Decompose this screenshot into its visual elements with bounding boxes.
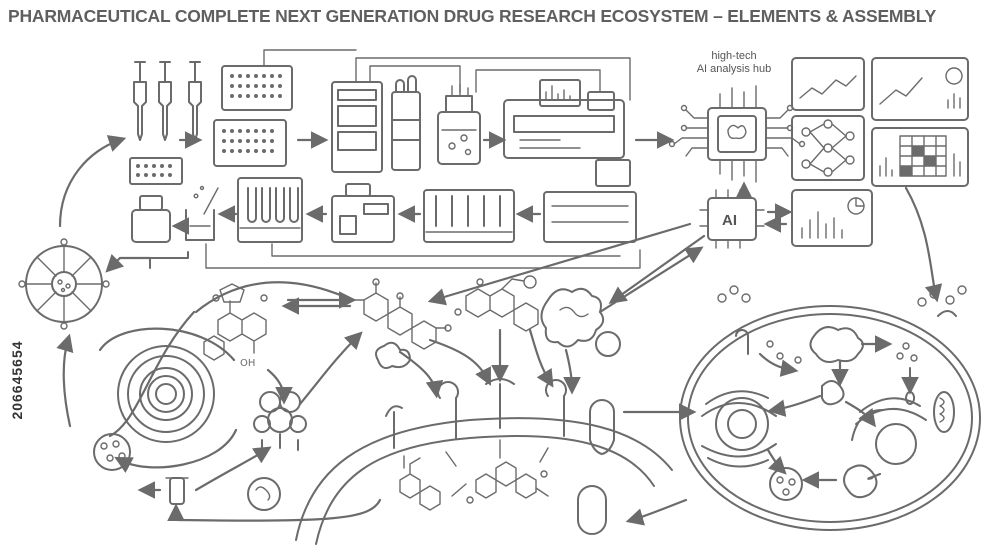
- ai-chip-icon: AI: [699, 189, 765, 249]
- bacteria-icon: [247, 477, 281, 511]
- ai-bidirectional-arrows: [427, 181, 943, 314]
- molecule-top-right: [454, 275, 539, 332]
- membrane-return-arrow: [176, 498, 382, 522]
- lab-workstation-icon: [543, 159, 637, 243]
- ai-hub-label-text: high-tech AI analysis hub: [696, 50, 772, 75]
- intracellular-molecules: [399, 439, 607, 535]
- protein-folded-icon: [540, 287, 621, 357]
- ai-chip-label: AI: [722, 212, 737, 229]
- cell-nucleus-right: [701, 390, 777, 468]
- lab-return-pipe: [149, 243, 641, 269]
- molecule-center-cluster: [351, 278, 452, 369]
- molecule-ring-small: [203, 335, 225, 361]
- cell-nucleus-icon: [98, 327, 238, 473]
- virus-particle-icon: [18, 238, 110, 330]
- intracellular-arrows: [758, 335, 919, 489]
- beaker-reactor-icon: [437, 83, 481, 165]
- ai-processor-chip-icon: [668, 85, 806, 183]
- mitochondria-icon: [933, 391, 955, 433]
- well-plate-icon: [129, 65, 293, 185]
- instrument-pipe-lines: [263, 49, 631, 101]
- arrows-lower-lab-row: [171, 205, 542, 235]
- molecule-structure-left: OH: [212, 283, 268, 369]
- pipettes-icon: [133, 61, 202, 141]
- pharmacy-bottle-icon: [131, 195, 171, 243]
- large-cell-icon: [679, 305, 981, 531]
- mass-analyzer-icon: [331, 183, 395, 243]
- sample-tubes-icon: [423, 189, 515, 243]
- membrane-receptors: [385, 378, 615, 455]
- page-title: PHARMACEUTICAL COMPLETE NEXT GENERATION …: [8, 6, 937, 26]
- ai-hub-label: high-tech AI analysis hub: [684, 50, 784, 76]
- analytics-dashboard-panels: [791, 57, 969, 247]
- receptor-signal-arrows: [398, 328, 697, 526]
- cell-membrane-center: [295, 417, 673, 545]
- golgi-apparatus-icon: [851, 397, 927, 465]
- protein-complex-icon: [253, 391, 307, 451]
- svg-text:OH: OH: [240, 358, 255, 369]
- hplc-analyzer-icon: [331, 75, 421, 173]
- left-cycle-arrows: [56, 135, 354, 438]
- cell-organelle-icon: [93, 433, 131, 471]
- molecule-to-drug-arrows: [266, 291, 363, 406]
- cell-vesicles: [717, 285, 967, 501]
- test-tube-icon: [137, 446, 272, 522]
- spectrometer-icon: [503, 79, 625, 159]
- test-beaker-icon: [185, 185, 219, 241]
- test-tube-rack-icon: [237, 177, 303, 243]
